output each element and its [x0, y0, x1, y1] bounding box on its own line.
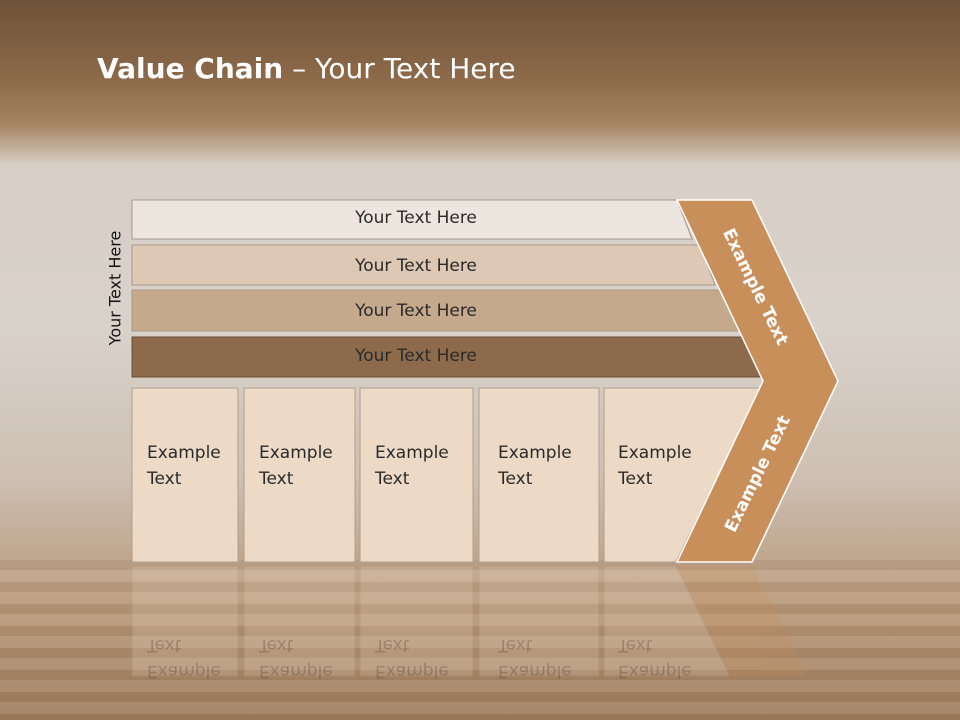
bar-1-label: Your Text Here: [355, 208, 477, 228]
box-3-reflection-line1: Example: [375, 661, 449, 681]
box-5-reflection-line1: Example: [618, 661, 692, 681]
box-2-line2: Text: [259, 469, 294, 489]
title-bold: Value Chain: [97, 52, 284, 85]
reflection: [131, 565, 806, 677]
title-rest: – Your Text Here: [283, 52, 516, 85]
chevron-arrow: [675, 199, 839, 563]
box-5: [603, 387, 762, 563]
box-5-line1: Example: [618, 443, 692, 463]
box-5-reflection-line2: Text: [618, 635, 653, 655]
box-4-reflection-line1: Example: [498, 661, 572, 681]
bar-4-label: Your Text Here: [355, 346, 477, 366]
box-3-line1: Example: [375, 443, 449, 463]
box-3-reflection: Example Text: [375, 632, 465, 684]
box-5-line2: Text: [618, 469, 653, 489]
box-2-line1: Example: [259, 443, 333, 463]
bar-2: [131, 244, 716, 286]
box-2: [243, 387, 356, 563]
bar-1: [131, 199, 693, 240]
box-2-reflection-line1: Example: [259, 661, 333, 681]
box-1-line1: Example: [147, 443, 221, 463]
box-3-reflection-line2: Text: [375, 635, 410, 655]
box-2-reflection: Example Text: [259, 632, 349, 684]
box-3-line2: Text: [375, 469, 410, 489]
box-4-reflection: Example Text: [498, 632, 588, 684]
box-5-reflection: Example Text: [618, 632, 708, 684]
bar-2-label: Your Text Here: [355, 256, 477, 276]
box-1-reflection-line2: Text: [147, 635, 182, 655]
box-4-line1: Example: [498, 443, 572, 463]
box-4-line2: Text: [498, 469, 533, 489]
slide-title: Value Chain – Your Text Here: [97, 52, 516, 85]
box-1: [131, 387, 239, 563]
box-1-reflection-line1: Example: [147, 661, 221, 681]
box-2-reflection-line2: Text: [259, 635, 294, 655]
box-3: [359, 387, 474, 563]
box-4: [478, 387, 600, 563]
box-4-reflection-line2: Text: [498, 635, 533, 655]
background-texture: [0, 560, 960, 720]
box-1-line2: Text: [147, 469, 182, 489]
box-1-reflection: Example Text: [147, 632, 237, 684]
bar-3-label: Your Text Here: [355, 301, 477, 321]
